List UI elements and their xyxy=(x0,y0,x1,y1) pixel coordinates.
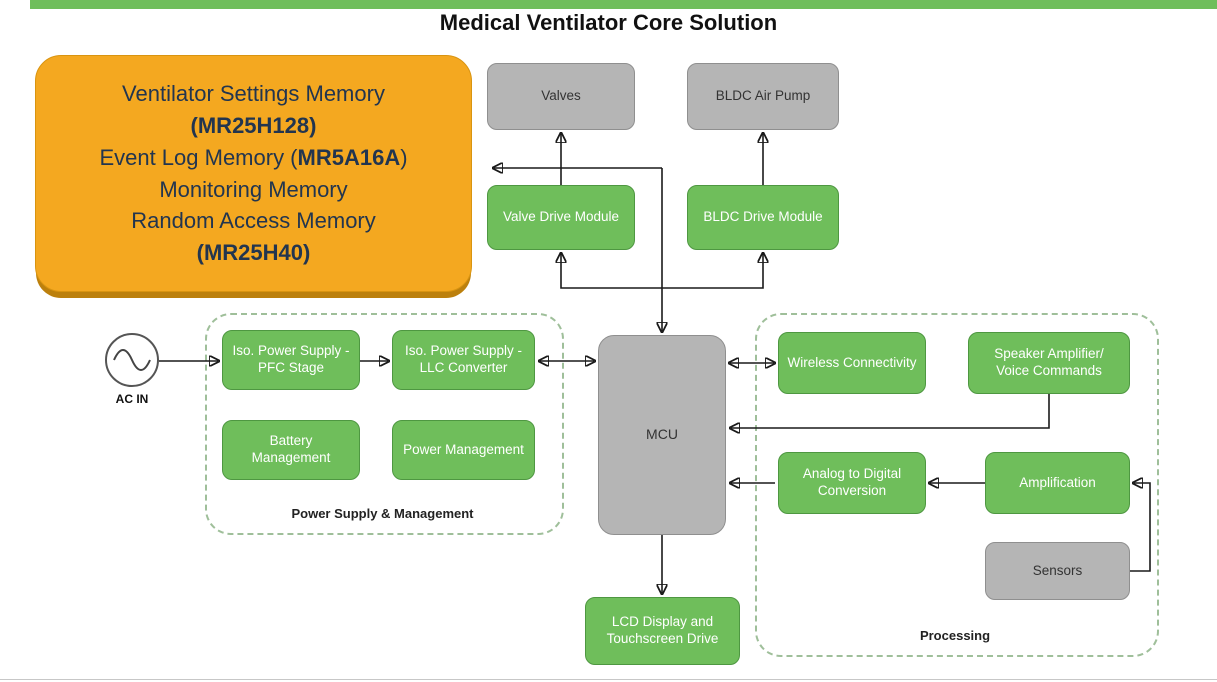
node-valve-drive-module: Valve Drive Module xyxy=(487,185,635,250)
ac-in-label: AC IN xyxy=(115,392,149,406)
arrow-mcu-to-bldcdrive xyxy=(662,254,763,289)
memory-line-4: Monitoring Memory xyxy=(159,176,348,202)
node-mcu: MCU xyxy=(598,335,726,535)
memory-line-3-suffix: ) xyxy=(400,144,408,170)
node-iso-power-pfc: Iso. Power Supply - PFC Stage xyxy=(222,330,360,390)
node-bldc-drive-module: BLDC Drive Module xyxy=(687,185,839,250)
memory-line-1: Ventilator Settings Memory xyxy=(122,80,385,106)
node-sensors: Sensors xyxy=(985,542,1130,600)
memory-line-3-prefix: Event Log Memory ( xyxy=(99,144,298,170)
sine-wave-icon xyxy=(113,349,151,371)
bottom-divider xyxy=(0,679,1217,680)
diagram-title: Medical Ventilator Core Solution xyxy=(439,10,778,35)
processing-group xyxy=(755,313,1159,657)
arrow-mcu-to-valvedrive xyxy=(561,254,662,289)
memory-line-3-part: MR5A16A xyxy=(297,144,401,170)
power-supply-group xyxy=(205,313,564,535)
power-supply-group-label: Power Supply & Management xyxy=(291,506,474,521)
node-bldc-air-pump: BLDC Air Pump xyxy=(687,63,839,130)
node-amplification: Amplification xyxy=(985,452,1130,514)
node-wireless-connectivity: Wireless Connectivity xyxy=(778,332,926,394)
node-analog-digital-conversion: Analog to Digital Conversion xyxy=(778,452,926,514)
memory-line-5: Random Access Memory xyxy=(131,208,376,234)
node-speaker-amplifier: Speaker Amplifier/ Voice Commands xyxy=(968,332,1130,394)
memory-line-3: Event Log Memory (MR5A16A) xyxy=(99,142,407,174)
memory-line-2: (MR25H128) xyxy=(190,112,317,138)
node-valves: Valves xyxy=(487,63,635,130)
memory-callout-box: Ventilator Settings Memory (MR25H128) Ev… xyxy=(35,55,472,292)
node-iso-power-llc: Iso. Power Supply - LLC Converter xyxy=(392,330,535,390)
ac-source-icon xyxy=(105,333,159,387)
node-power-management: Power Management xyxy=(392,420,535,480)
processing-group-label: Processing xyxy=(919,628,991,643)
top-accent-bar xyxy=(30,0,1217,9)
node-lcd-touchscreen: LCD Display and Touchscreen Drive xyxy=(585,597,740,665)
memory-line-6: (MR25H40) xyxy=(196,240,311,266)
node-battery-management: Battery Management xyxy=(222,420,360,480)
